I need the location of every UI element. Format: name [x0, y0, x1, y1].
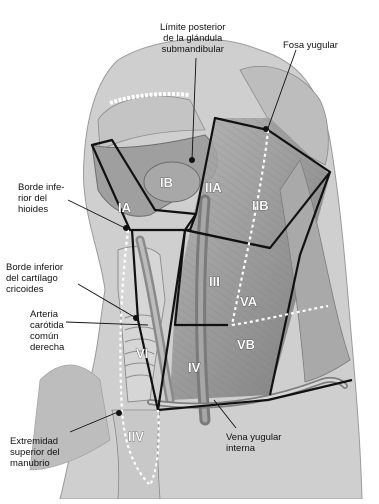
label-fosa-yugular: Fosa yugular — [283, 40, 338, 51]
label-limite-posterior: Límite posterior de la glándula submandi… — [160, 22, 225, 55]
level-ia-label: IA — [118, 200, 132, 215]
level-vii-label: IIV — [128, 429, 144, 444]
level-vb-label: VB — [237, 337, 255, 352]
label-extremidad-manubrio: Extremidad superior del manubrio — [10, 436, 60, 469]
label-arteria-carotida: Arteria carótida común derecha — [30, 309, 64, 353]
label-vena-yugular: Vena yugular interna — [226, 432, 281, 454]
level-va-label: VA — [240, 294, 258, 309]
level-iii-label: III — [209, 274, 220, 289]
level-ib-label: IB — [160, 175, 173, 190]
level-vi-label: VI — [136, 346, 148, 361]
level-iia-label: IIA — [205, 180, 222, 195]
label-borde-cricoides: Borde inferior del cartílago cricoides — [6, 262, 63, 295]
level-iib-label: IIB — [252, 198, 269, 213]
neck-silhouette — [30, 39, 362, 499]
level-iv-label: IV — [188, 360, 201, 375]
label-borde-hioides: Borde infe- rior del hioides — [18, 182, 64, 215]
